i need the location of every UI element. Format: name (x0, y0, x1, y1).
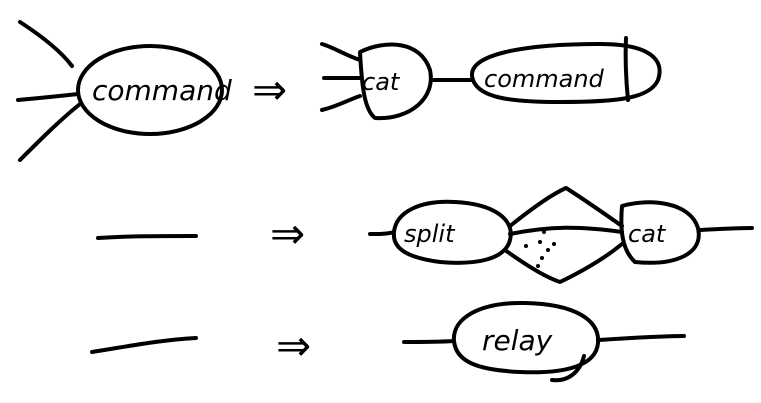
command-label: command (92, 74, 232, 107)
cat-input-edge-1 (320, 42, 362, 62)
plain-edge-2 (96, 234, 198, 240)
parallel-path-top (508, 186, 624, 228)
command-node-right (470, 42, 662, 104)
split-label: split (404, 220, 456, 248)
cat-node-middle (619, 200, 701, 265)
cat-node (358, 42, 433, 121)
parallel-ellipsis-dots (524, 230, 556, 268)
input-edge-1 (18, 20, 74, 68)
cat-input-edge-3 (320, 94, 362, 112)
relay-descender-tail (550, 354, 586, 383)
relay-in-edge (402, 339, 456, 344)
command-right-tick (623, 36, 630, 102)
relay-out-edge (596, 334, 686, 342)
rewrite-arrow-3: ⇒ (276, 321, 311, 370)
command-node (76, 44, 224, 136)
parallel-path-mid (508, 225, 624, 236)
split-node (391, 199, 513, 265)
input-edge-3 (18, 102, 82, 162)
cat-label-middle: cat (628, 220, 667, 248)
plain-edge-3 (90, 336, 198, 354)
command-label-right: command (484, 65, 605, 93)
rewrite-arrow-2: ⇒ (270, 209, 305, 258)
relay-node (451, 300, 601, 375)
relay-label: relay (482, 324, 553, 357)
rule-2: ⇒ split cat (96, 186, 754, 284)
cat-label-top: cat (362, 68, 401, 96)
rewrite-arrow-1: ⇒ (252, 65, 287, 114)
split-in-edge (368, 230, 396, 236)
input-edge-2 (16, 92, 80, 102)
cat-out-edge (698, 226, 754, 232)
rule-3: ⇒ relay (90, 300, 686, 383)
rule-1: command ⇒ cat command (16, 20, 662, 162)
parallel-path-bottom (503, 242, 624, 284)
